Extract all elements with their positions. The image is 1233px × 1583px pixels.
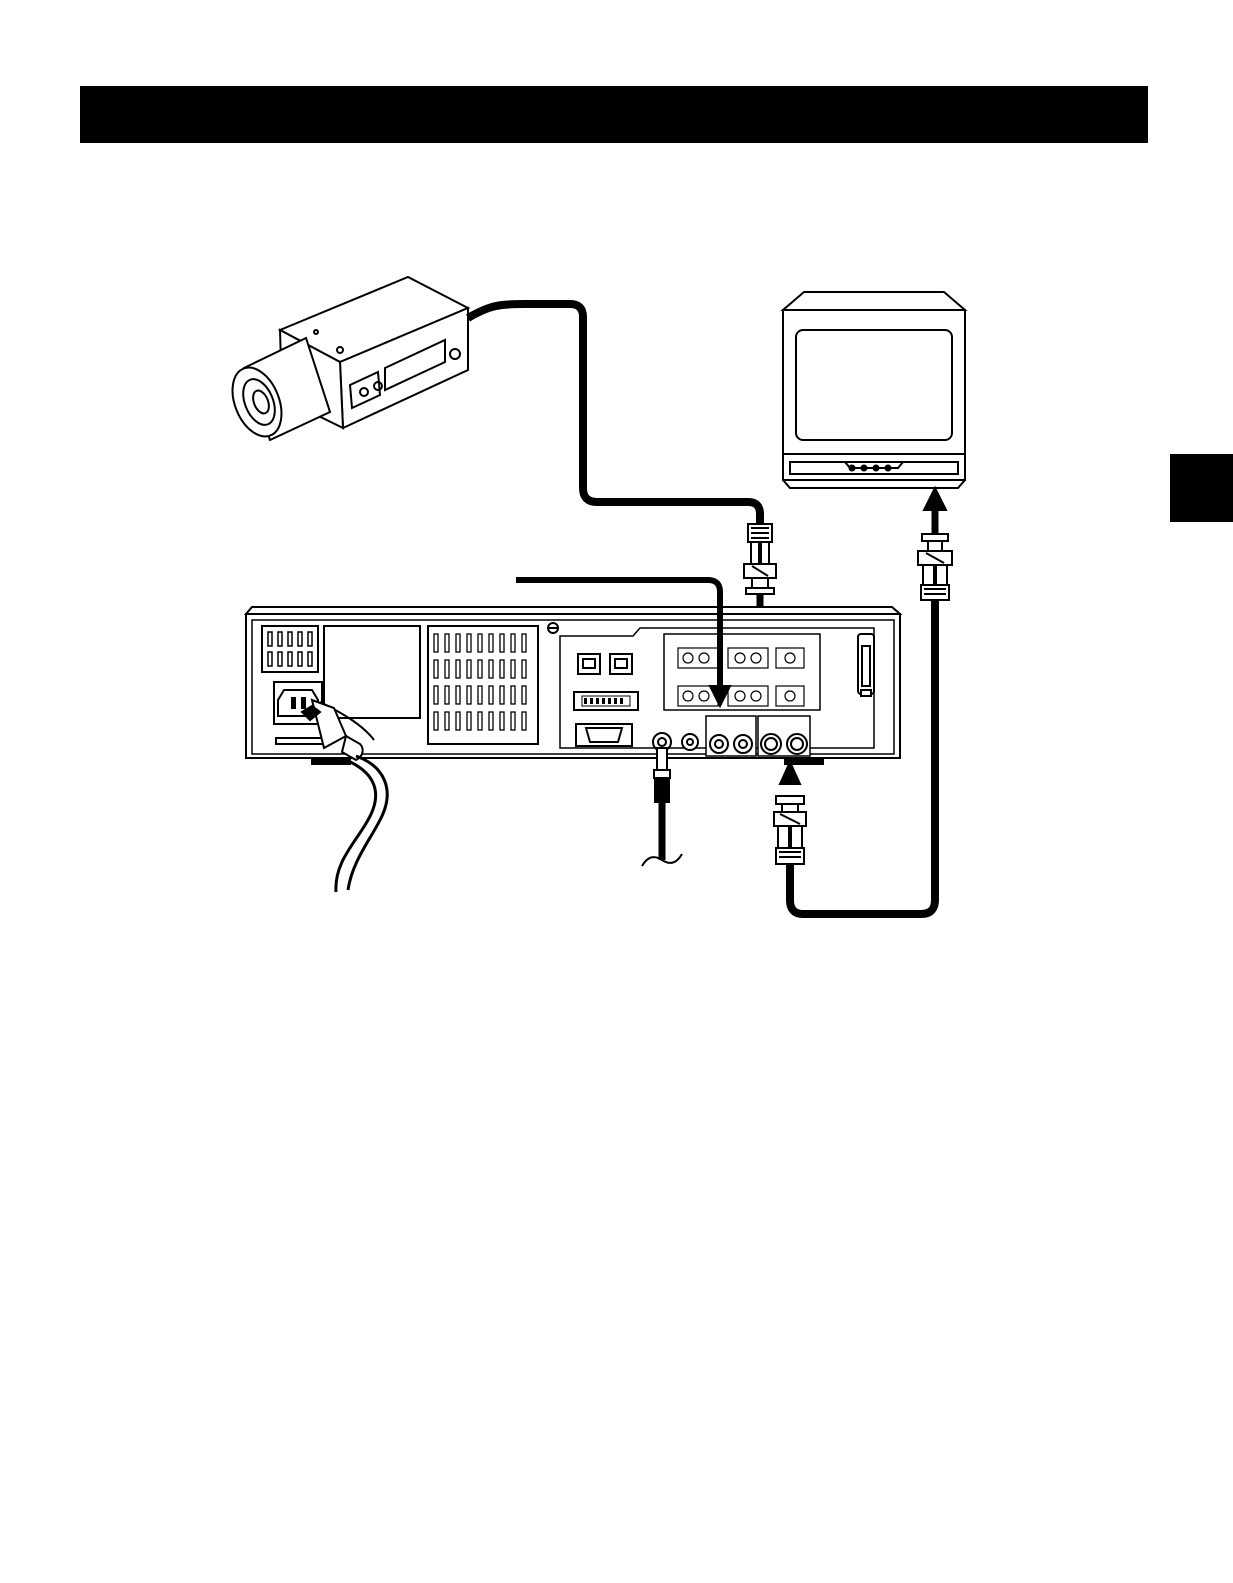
bnc-connector-monitor: [918, 534, 952, 600]
audio-plug-icon: [642, 748, 682, 866]
monitor-icon: [783, 292, 965, 488]
monitor-arrow-head: [924, 488, 946, 510]
camera-cable: [468, 304, 760, 524]
bnc-connector-output: [774, 762, 806, 864]
camera-icon: [223, 277, 468, 444]
bnc-connector-camera: [744, 524, 776, 594]
